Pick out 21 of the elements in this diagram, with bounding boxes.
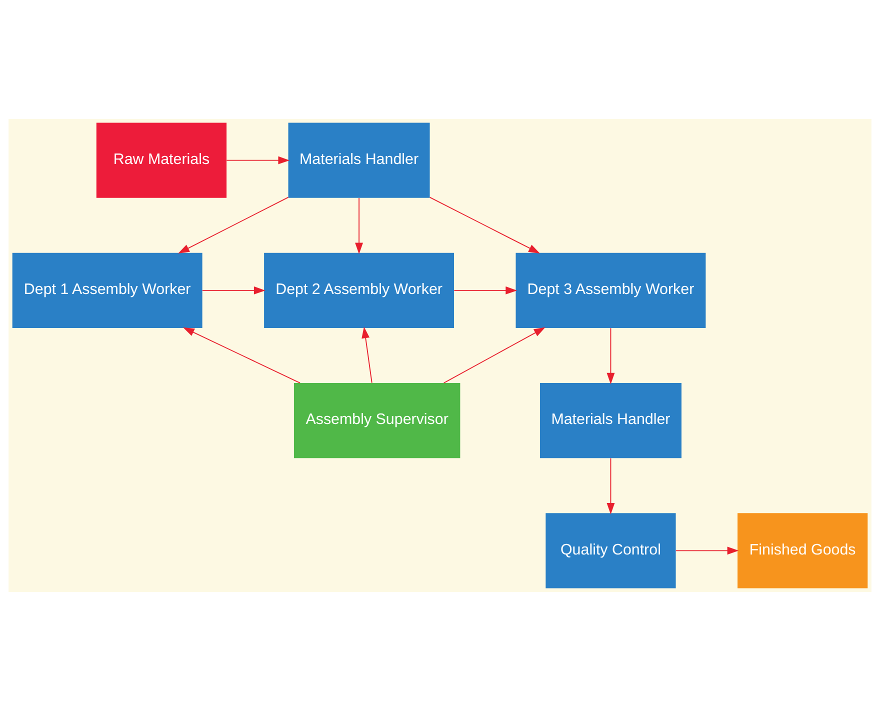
arrow [182, 326, 301, 383]
node-box: Materials Handler [540, 382, 682, 458]
node-box: Finished Goods [738, 512, 868, 588]
arrow [606, 457, 615, 514]
arrow [606, 327, 615, 384]
node-box: Raw Materials [96, 122, 227, 198]
node-box: Quality Control [546, 512, 676, 588]
arrow [443, 326, 546, 383]
arrow [675, 546, 739, 554]
node-box: Dept 2 Assembly Worker [264, 252, 454, 328]
arrow [429, 196, 540, 253]
arrow [202, 286, 266, 294]
arrow [362, 326, 372, 383]
arrow [355, 197, 364, 254]
node-box: Assembly Supervisor [294, 382, 460, 458]
node-box: Materials Handler [288, 122, 430, 198]
arrow [454, 286, 518, 294]
node-box: Dept 3 Assembly Worker [516, 252, 706, 328]
node-box: Dept 1 Assembly Worker [12, 252, 202, 328]
arrow [178, 196, 289, 253]
arrow [226, 156, 290, 164]
